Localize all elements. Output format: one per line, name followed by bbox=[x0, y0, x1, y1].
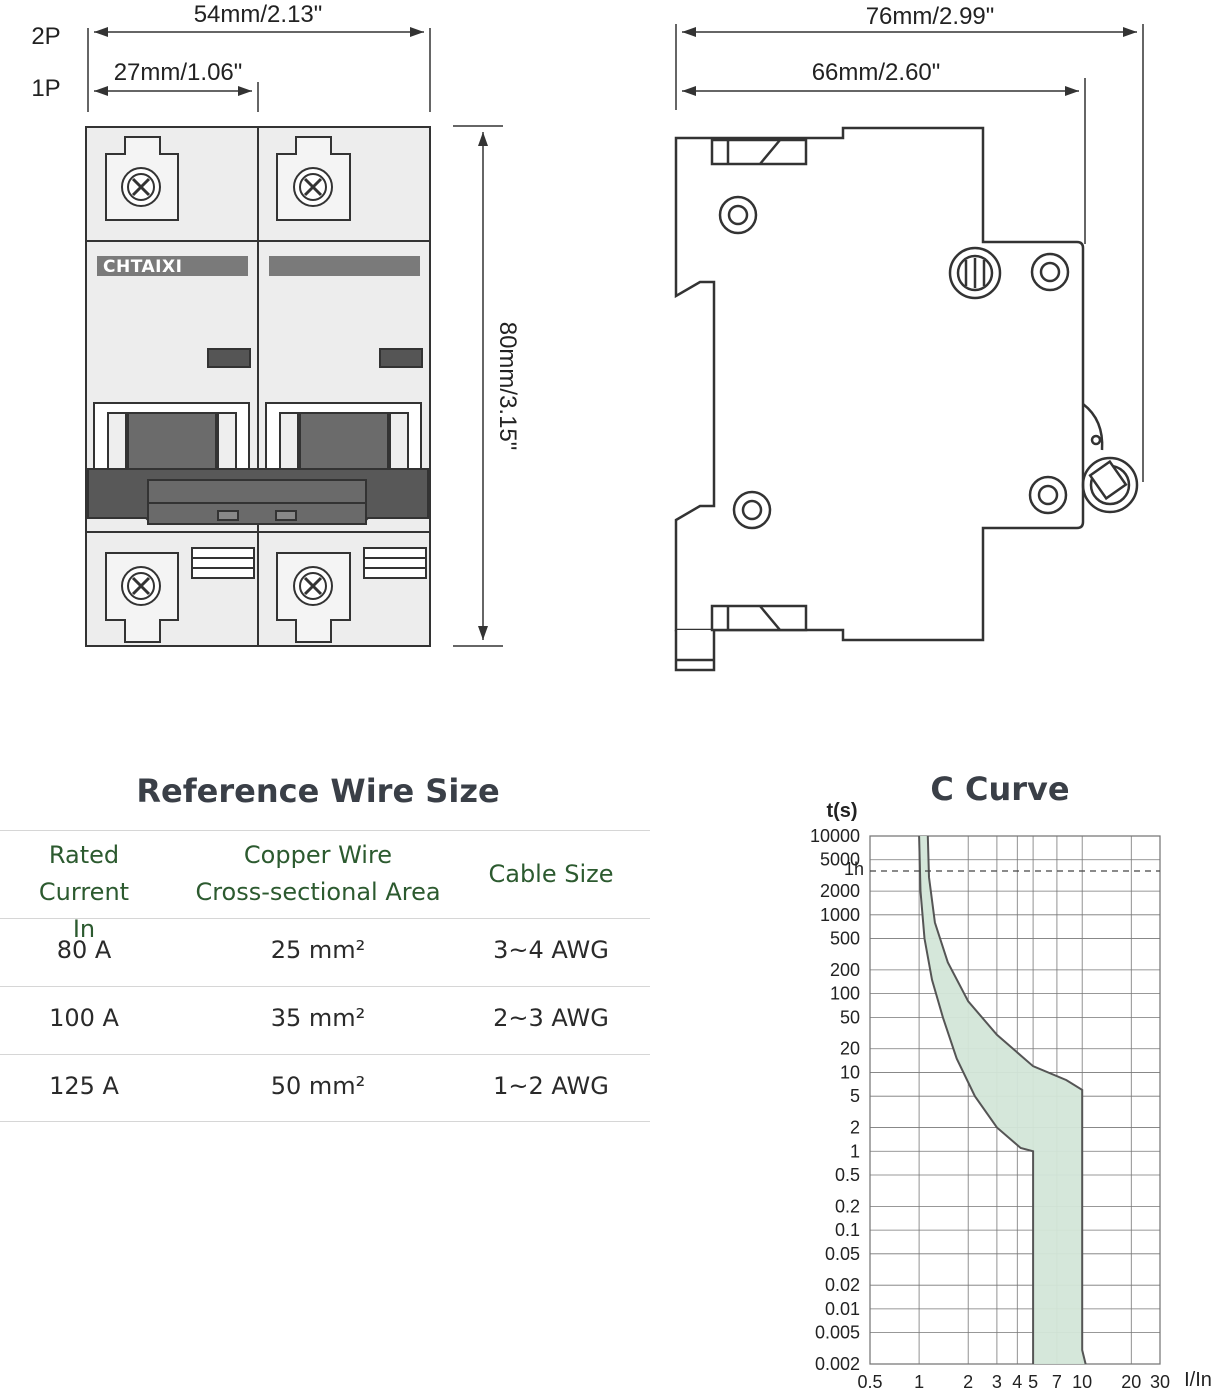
y-tick-label: 0.2 bbox=[835, 1196, 860, 1216]
table-cell: 1~2 AWG bbox=[493, 1072, 609, 1100]
dim-width-2p: 54mm/2.13" bbox=[194, 1, 323, 28]
y-tick-label: 0.1 bbox=[835, 1220, 860, 1240]
front-view-drawing bbox=[85, 27, 503, 647]
y-tick-labels: 10000 5000 2000 1000 500 200 100 50 20 10 5 2 1 0.5 0.… bbox=[810, 826, 860, 1374]
chart-title: C Curve bbox=[930, 770, 1070, 808]
y-tick-label: 0.02 bbox=[825, 1275, 860, 1295]
y-tick-label: 2 bbox=[850, 1118, 860, 1138]
y-tick-label: 0.01 bbox=[825, 1299, 860, 1319]
header-rated-current: Rated Current In bbox=[38, 841, 130, 943]
dim-depth-total: 76mm/2.99" bbox=[866, 3, 995, 30]
y-tick-label: 5 bbox=[850, 1086, 860, 1106]
y-tick-label: 10000 bbox=[810, 826, 860, 846]
table-cell: 125 A bbox=[49, 1072, 119, 1100]
dim-depth-body: 66mm/2.60" bbox=[812, 59, 941, 86]
wire-table-title: Reference Wire Size bbox=[136, 772, 500, 810]
y-tick-label: 0.002 bbox=[815, 1354, 860, 1374]
y-tick-label: 50 bbox=[840, 1007, 860, 1027]
x-tick-label: 20 bbox=[1121, 1372, 1141, 1392]
y-tick-label: 20 bbox=[840, 1039, 860, 1059]
table-cell: 25 mm² bbox=[270, 936, 366, 964]
table-cell: 35 mm² bbox=[270, 1004, 366, 1032]
dim-width-1p: 27mm/1.06" bbox=[114, 59, 243, 86]
x-tick-label: 10 bbox=[1072, 1372, 1092, 1392]
trip-band-fill bbox=[919, 836, 1086, 1364]
x-tick-label: 30 bbox=[1150, 1372, 1170, 1392]
y-tick-label: 2000 bbox=[820, 881, 860, 901]
x-tick-label: 0.5 bbox=[857, 1372, 882, 1392]
chart-grid bbox=[869, 835, 1161, 1365]
y-tick-label: 1 bbox=[850, 1141, 860, 1161]
y-tick-label: 10 bbox=[840, 1062, 860, 1082]
table-cell: 50 mm² bbox=[270, 1072, 366, 1100]
x-tick-label: 5 bbox=[1028, 1372, 1038, 1392]
y-tick-label: 0.005 bbox=[815, 1323, 860, 1343]
trip-curve-lower-line bbox=[918, 835, 1035, 1364]
side-view-drawing bbox=[674, 24, 1144, 672]
brand-label: CHTAIXI bbox=[103, 257, 182, 277]
label-1p: 1P bbox=[31, 75, 60, 102]
reference-label-1h: 1h bbox=[844, 859, 864, 879]
dim-height: 80mm/3.15" bbox=[494, 322, 521, 451]
x-tick-label: 2 bbox=[963, 1372, 973, 1392]
x-tick-label: 1 bbox=[914, 1372, 924, 1392]
header-copper-wire: Copper Wire Cross-sectional Area bbox=[195, 841, 441, 906]
table-cell: 100 A bbox=[49, 1004, 119, 1032]
table-cell: 80 A bbox=[56, 936, 112, 964]
y-axis-label: t(s) bbox=[826, 800, 857, 822]
header-cable-size: Cable Size bbox=[488, 860, 614, 888]
y-tick-label: 100 bbox=[830, 984, 860, 1004]
y-tick-label: 1000 bbox=[820, 905, 860, 925]
trip-curve-upper-line bbox=[926, 835, 1087, 1365]
table-cell: 3~4 AWG bbox=[493, 936, 609, 964]
x-tick-label: 4 bbox=[1012, 1372, 1022, 1392]
x-tick-label: 7 bbox=[1052, 1372, 1062, 1392]
label-2p: 2P bbox=[31, 23, 60, 50]
x-axis-label: I/In bbox=[1184, 1369, 1212, 1391]
y-tick-label: 200 bbox=[830, 960, 860, 980]
y-tick-label: 5000 bbox=[820, 850, 860, 870]
table-cell: 2~3 AWG bbox=[493, 1004, 609, 1032]
y-tick-label: 500 bbox=[830, 929, 860, 949]
y-tick-label: 0.05 bbox=[825, 1244, 860, 1264]
x-tick-label: 3 bbox=[992, 1372, 1002, 1392]
y-tick-label: 0.5 bbox=[835, 1165, 860, 1185]
